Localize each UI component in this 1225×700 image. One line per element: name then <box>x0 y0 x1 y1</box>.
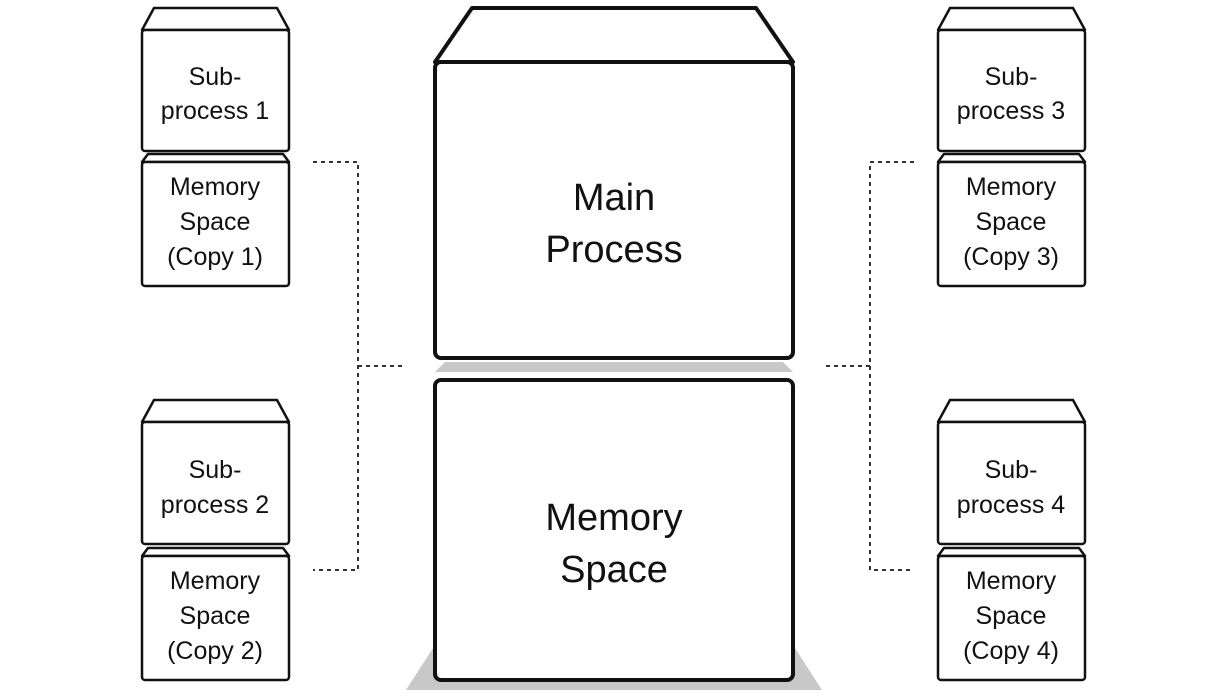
subprocess-2-label-line2: process 2 <box>161 491 269 519</box>
main-process-block: Main Process <box>433 6 795 360</box>
subprocess-3-block: Sub- process 3 Memory Space (Copy 3) <box>936 6 1087 288</box>
main-memory-block: Memory Space <box>406 362 822 690</box>
subprocess-1-memory-line3: (Copy 1) <box>167 243 263 271</box>
subprocess-3-memory-box <box>936 160 1087 288</box>
subprocess-4-memory-line3: (Copy 4) <box>963 637 1059 665</box>
main-memory-box <box>433 378 795 682</box>
subprocess-4-memory-line1: Memory <box>966 567 1057 595</box>
subprocess-4-top-cap <box>936 398 1087 424</box>
main-process-top-cap <box>433 6 795 64</box>
right-bracket-connector <box>869 161 914 571</box>
subprocess-4-block: Sub- process 4 Memory Space (Copy 4) <box>936 398 1087 682</box>
main-memory-label-line1: Memory <box>545 497 682 539</box>
subprocess-4-memory-box <box>936 554 1087 682</box>
subprocess-3-memory-line2: Space <box>976 208 1047 236</box>
subprocess-2-top-cap <box>140 398 291 424</box>
subprocess-2-memory-box <box>140 554 291 682</box>
subprocess-4-label-line2: process 4 <box>957 491 1065 519</box>
subprocess-2-process-box <box>140 420 291 546</box>
subprocess-2-label-line1: Sub- <box>189 456 242 484</box>
subprocess-3-process-box <box>936 28 1087 153</box>
subprocess-1-memory-box <box>140 160 291 288</box>
subprocess-1-label-line1: Sub- <box>189 63 242 91</box>
main-process-label-line1: Main <box>573 177 655 219</box>
subprocess-4-label-line1: Sub- <box>985 456 1038 484</box>
main-memory-label-line2: Space <box>560 549 668 591</box>
main-process-label-line2: Process <box>545 229 682 271</box>
subprocess-3-top-cap <box>936 6 1087 32</box>
subprocess-1-process-box <box>140 28 291 153</box>
subprocess-3-memory-line1: Memory <box>966 173 1057 201</box>
subprocess-1-label-line2: process 1 <box>161 97 269 125</box>
main-memory-top-band <box>435 362 793 372</box>
subprocess-1-memory-line2: Space <box>180 208 251 236</box>
subprocess-1-top-cap <box>140 6 291 32</box>
subprocess-3-label-line2: process 3 <box>957 97 1065 125</box>
main-process-box <box>433 60 795 360</box>
subprocess-2-memory-line2: Space <box>180 602 251 630</box>
subprocess-1-block: Sub- process 1 Memory Space (Copy 1) <box>140 6 291 288</box>
subprocess-3-label-line1: Sub- <box>985 63 1038 91</box>
subprocess-2-memory-line3: (Copy 2) <box>167 637 263 665</box>
subprocess-3-memory-line3: (Copy 3) <box>963 243 1059 271</box>
subprocess-1-memory-line1: Memory <box>170 173 261 201</box>
left-bracket-connector <box>313 161 359 571</box>
subprocess-4-memory-line2: Space <box>976 602 1047 630</box>
subprocess-2-memory-line1: Memory <box>170 567 261 595</box>
subprocess-4-process-box <box>936 420 1087 546</box>
subprocess-2-block: Sub- process 2 Memory Space (Copy 2) <box>140 398 291 682</box>
